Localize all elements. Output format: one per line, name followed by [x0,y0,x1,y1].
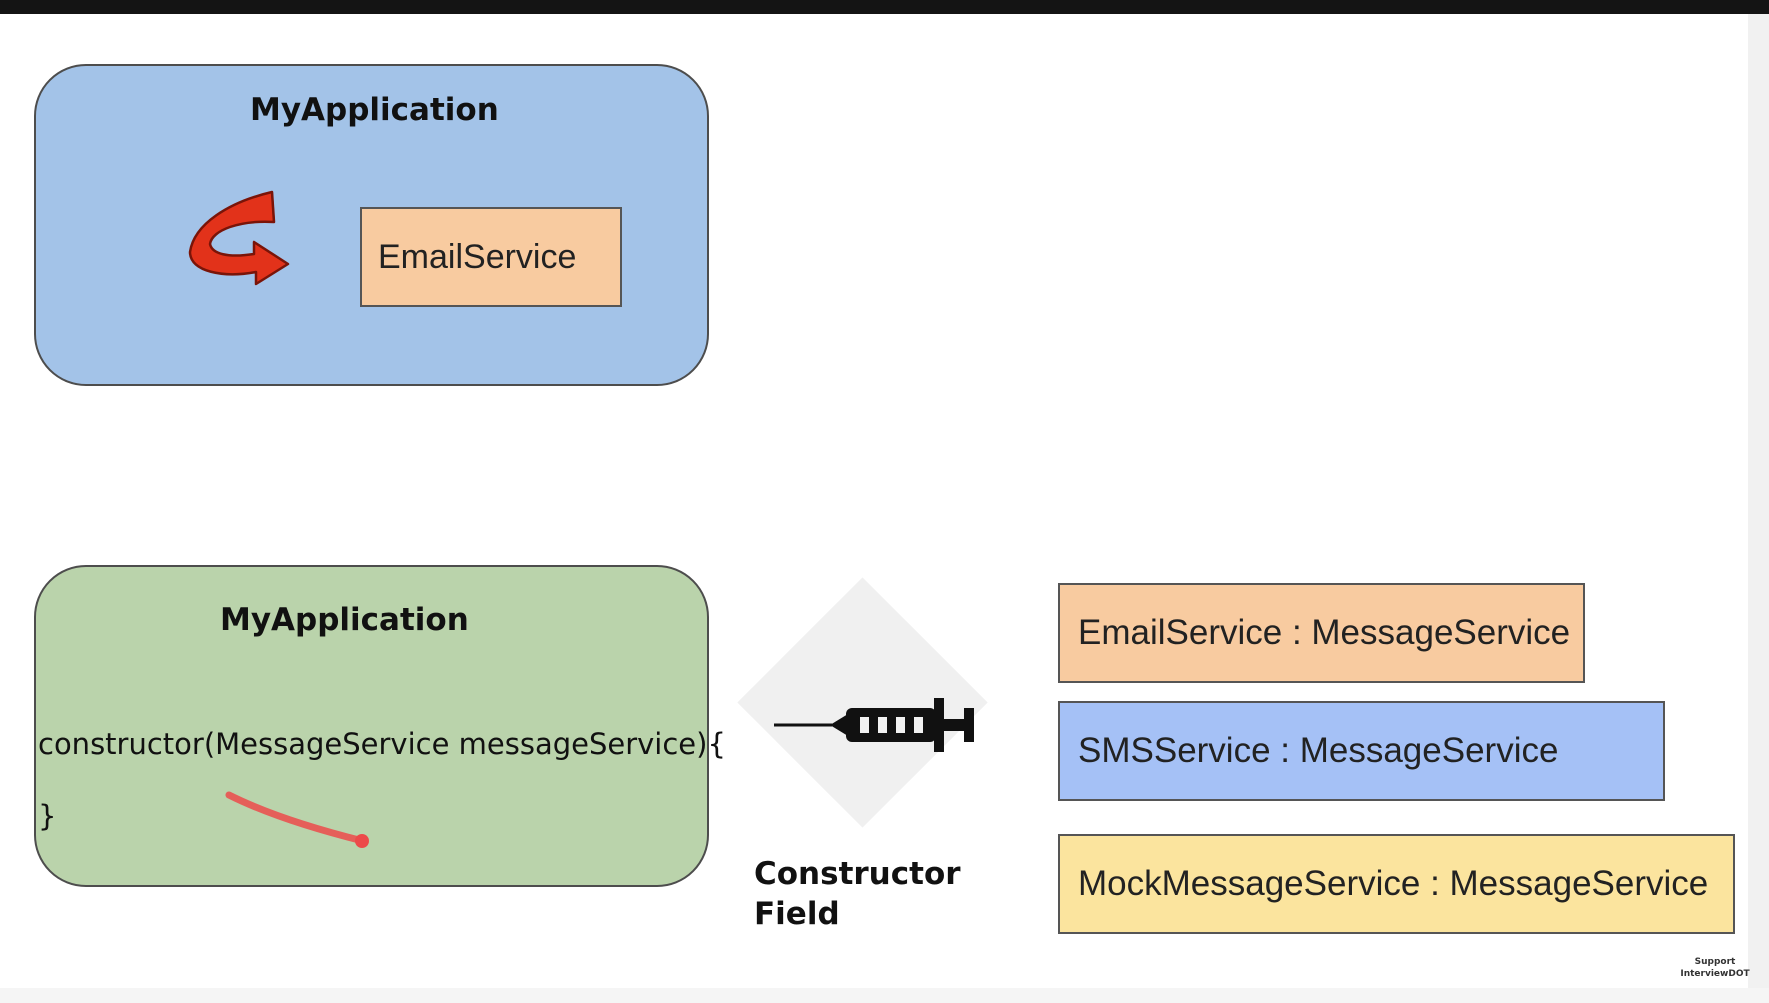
my-application-title-bottom: MyApplication [220,602,469,638]
email-service-box: EmailService [360,207,622,307]
sms-service-implementation: SMSService : MessageService [1058,701,1665,801]
support-line: Support [1694,957,1736,967]
red-annotation-stroke [225,791,369,848]
my-application-box-top: MyApplication EmailService [34,64,709,386]
constructor-label: Constructor [754,856,961,892]
bottom-edge [0,988,1769,1003]
right-edge [1748,14,1769,1003]
interviewdot-line: InterviewDOT [1680,969,1750,979]
mock-message-service-implementation: MockMessageService : MessageService [1058,834,1735,934]
curved-arrow-icon [188,190,290,286]
email-service-implementation: EmailService : MessageService [1058,583,1585,683]
field-label: Field [754,896,840,932]
support-watermark: Support InterviewDOT [1675,956,1755,980]
top-bar [0,0,1769,14]
closing-brace-line: } [38,799,57,833]
constructor-code-line: constructor(MessageService messageServic… [38,727,726,761]
my-application-title-top: MyApplication [250,92,499,128]
my-application-box-bottom: MyApplication constructor(MessageService… [34,565,726,887]
syringe-icon [774,698,974,752]
